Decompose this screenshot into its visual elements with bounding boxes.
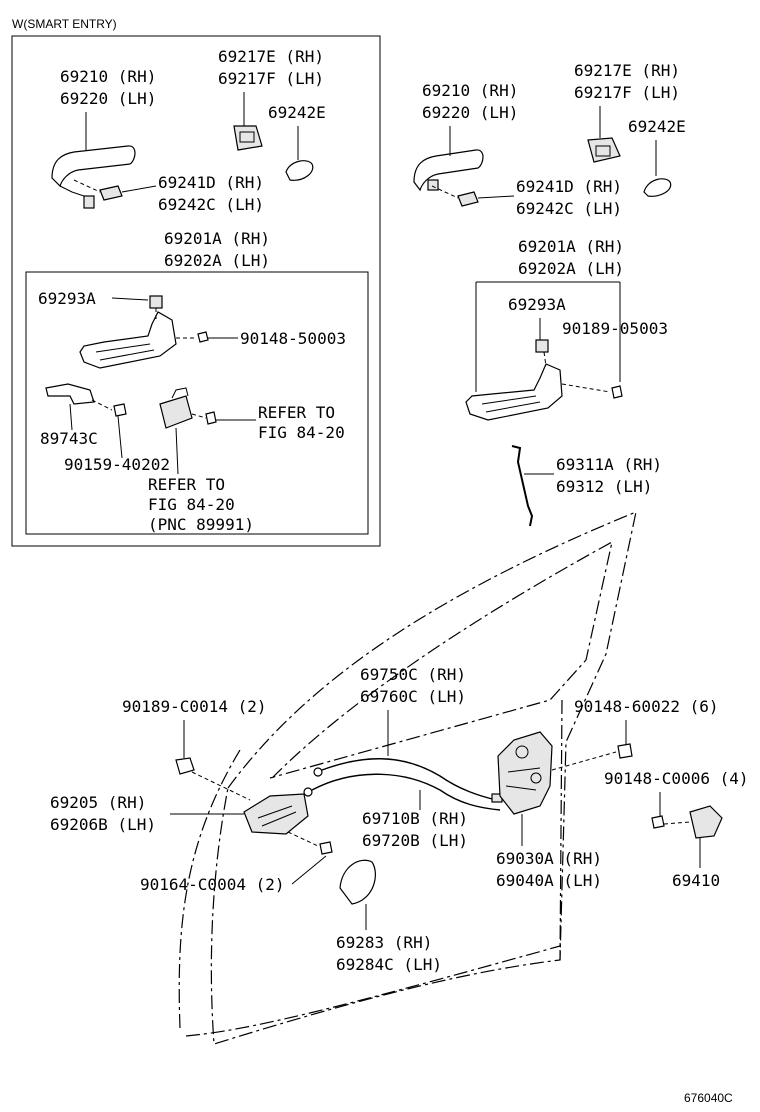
handle-rh: 69210 (RH) — [422, 81, 518, 100]
bezel — [339, 859, 376, 905]
striker — [689, 805, 723, 839]
lock-screw — [617, 743, 633, 759]
main-cover — [587, 137, 621, 163]
main-frame — [465, 339, 563, 421]
se-pad: 69242E — [268, 103, 326, 122]
smart-entry-box — [11, 35, 381, 547]
smart-entry-cover — [233, 125, 263, 151]
se-ref2-b: FIG 84-20 — [148, 495, 235, 514]
door-lock — [497, 731, 553, 815]
inside-handle — [243, 793, 309, 835]
bezel-lh: 69284C (LH) — [336, 955, 442, 974]
cable-lower-rh: 69710B (RH) — [362, 809, 468, 828]
screw-bottom — [319, 841, 333, 855]
rod-lh: 69312 (LH) — [556, 477, 652, 496]
cable-lower — [303, 773, 501, 811]
clip: 69293A — [508, 295, 566, 314]
se-handle-lh: 69220 (LH) — [60, 89, 156, 108]
rod-rh: 69311A (RH) — [556, 455, 662, 474]
door-outline — [178, 511, 637, 1045]
smart-entry-module — [159, 387, 217, 429]
cover-lh: 69217F (LH) — [574, 83, 680, 102]
se-ref1-b: FIG 84-20 — [258, 423, 345, 442]
screw-bottom-label: 90164-C0004 (2) — [140, 875, 285, 894]
se-cover-rh: 69217E (RH) — [218, 47, 324, 66]
lock-screw-label: 90148-60022 (6) — [574, 697, 719, 716]
cable-upper-rh: 69750C (RH) — [360, 665, 466, 684]
striker-screw — [651, 815, 665, 829]
smart-entry-handle — [51, 145, 136, 209]
se-frame-rh: 69201A (RH) — [164, 229, 270, 248]
cable-lower-lh: 69720B (LH) — [362, 831, 468, 850]
se-gasket-lh: 69242C (LH) — [158, 195, 264, 214]
se-clip: 69293A — [38, 289, 96, 308]
gasket-lh: 69242C (LH) — [516, 199, 622, 218]
smart-entry-gasket — [99, 185, 123, 201]
inside-handle-rh: 69205 (RH) — [50, 793, 146, 812]
handle-lh: 69220 (LH) — [422, 103, 518, 122]
se-ref2-c: (PNC 89991) — [148, 515, 254, 534]
cover-rh: 69217E (RH) — [574, 61, 680, 80]
se-gasket-rh: 69241D (RH) — [158, 173, 264, 192]
striker-label: 69410 — [672, 871, 720, 890]
striker-screw-label: 90148-C0006 (4) — [604, 769, 749, 788]
se-bolt: 90148-50003 — [240, 329, 346, 348]
smart-entry-bracket — [45, 383, 127, 417]
main-handle — [413, 149, 484, 192]
bolt: 90189-05003 — [562, 319, 668, 338]
main-rod — [511, 445, 534, 527]
main-gasket — [457, 191, 479, 207]
se-cover-lh: 69217F (LH) — [218, 69, 324, 88]
lock-lh: 69040A (LH) — [496, 871, 602, 890]
se-ref2-a: REFER TO — [148, 475, 225, 494]
bezel-rh: 69283 (RH) — [336, 933, 432, 952]
variant-caption: W(SMART ENTRY) — [12, 17, 117, 31]
main-pad — [643, 178, 672, 197]
clip-top-label: 90189-C0014 (2) — [122, 697, 267, 716]
frame-lh: 69202A (LH) — [518, 259, 624, 278]
se-frame-lh: 69202A (LH) — [164, 251, 270, 270]
smart-entry-frame-box — [25, 271, 369, 535]
gasket-rh: 69241D (RH) — [516, 177, 622, 196]
clip-top — [175, 757, 195, 775]
figure-code: 676040C — [684, 1091, 733, 1105]
se-bracket: 89743C — [40, 429, 98, 448]
cable-upper-lh: 69760C (LH) — [360, 687, 466, 706]
se-screw: 90159-40202 — [64, 455, 170, 474]
smart-entry-bolt — [176, 331, 209, 343]
cable-upper — [313, 758, 503, 803]
se-handle-rh: 69210 (RH) — [60, 67, 156, 86]
lock-rh: 69030A (RH) — [496, 849, 602, 868]
smart-entry-pad — [285, 160, 314, 181]
main-bolt — [561, 383, 623, 399]
se-ref1-a: REFER TO — [258, 403, 335, 422]
frame-rh: 69201A (RH) — [518, 237, 624, 256]
inside-handle-lh: 69206B (LH) — [50, 815, 156, 834]
pad: 69242E — [628, 117, 686, 136]
